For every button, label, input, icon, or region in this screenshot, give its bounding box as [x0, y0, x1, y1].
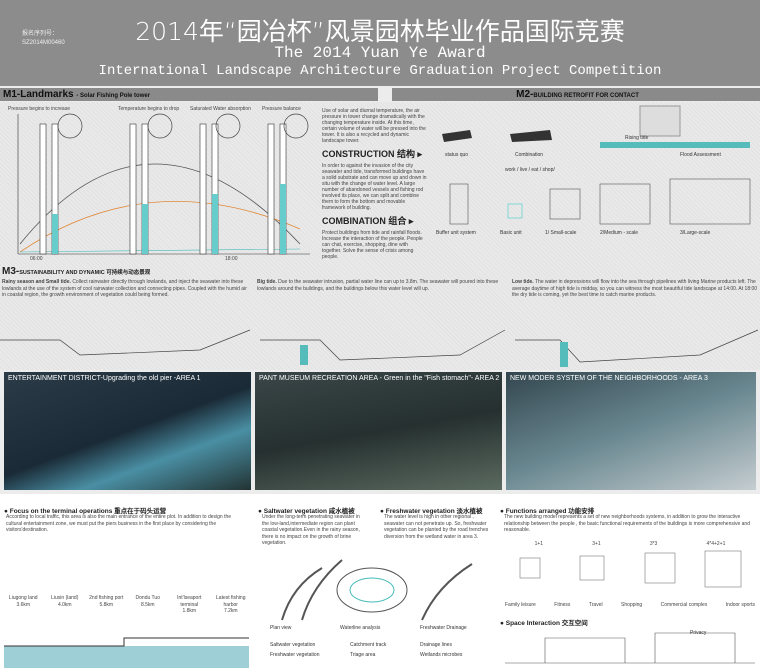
combo-label: 4*4+2+1 [706, 541, 726, 547]
m3-col-2: Big tide. Due to the seawater intrusion,… [257, 279, 499, 292]
area-3-render: NEW MODER SYSTEM OF THE NEIGHBORHOODS - … [506, 372, 756, 490]
plan-view-label: Plan view [270, 625, 292, 631]
time-0600: 06:00 [30, 256, 43, 262]
construction-title: CONSTRUCTION 结构 ▸ [322, 149, 423, 159]
waterline-label: Waterline analysis [340, 625, 381, 631]
combo-label: 1+1 [534, 541, 544, 547]
function-units [519, 550, 742, 588]
stage-1: Pressure begins to increase [8, 106, 70, 112]
m1-subtitle: - Solar Fishing Pole tower [76, 93, 151, 99]
title-en: The 2014 Yuan Ye Award [274, 44, 486, 62]
m1-bar: M1-Landmarks - Solar Fishing Pole tower [0, 88, 378, 101]
m2-label: 3/Large-scale [680, 230, 711, 236]
m1-pressure-chart [17, 113, 310, 255]
privacy-label: Privacy [690, 630, 707, 636]
time-1800: 18:00 [225, 256, 238, 262]
m2-label: 1/ Small-scale [545, 230, 577, 236]
legend-triage: Triage area [350, 652, 376, 658]
m1-intro: Use of solar and diurnal temperature, th… [322, 108, 426, 144]
saltwater-text: Under the long-term penetrating seawater… [262, 514, 360, 546]
use-label: Family leisure [505, 602, 536, 608]
m2-label: status quo [445, 152, 469, 158]
registration-label: 报名序列号： [22, 31, 59, 37]
m1-text-column: Use of solar and diurnal temperature, th… [322, 108, 428, 260]
freshwater-title: ● Freshwater vegetation 淡水植被 [380, 508, 483, 515]
m2-label: Rising tide [625, 135, 649, 141]
subtitle-en: International Landscape Architecture Gra… [98, 63, 662, 79]
pier-section [4, 637, 249, 668]
use-label: Travel [588, 602, 603, 608]
construction-text: In order to against the invasion of the … [322, 163, 427, 211]
use-label: Fitness [554, 602, 571, 608]
legend-catchment: Catchment track [350, 642, 387, 648]
m2-subtitle: BUILDING RETROFIT FOR CONTACT [533, 93, 639, 99]
m2-label: work / live / eat / shop/ [505, 167, 555, 173]
use-label: Indoor sports [725, 602, 755, 608]
space-title: ● Space Interaction 交互空间 [500, 620, 588, 627]
m3-col-1: Rainy season and Small tide. Collect rai… [2, 279, 247, 298]
poster-header: 报名序列号： SZ2014M00460 2014年“园冶杯”风景园林毕业作品国际竞… [0, 0, 760, 86]
title-cn: 2014年“园冶杯”风景园林毕业作品国际竞赛 [135, 17, 625, 46]
combination-text: Protect buildings from tide and rainfall… [322, 230, 423, 260]
m2-label: Combination [515, 152, 544, 158]
functions-text: The new building model represents a set … [504, 514, 750, 533]
m1-title: M1-Landmarks [3, 89, 74, 100]
area-1-render: ENTERTAINMENT DISTRICT-Upgrading the old… [4, 372, 251, 490]
area-1-title: ENTERTAINMENT DISTRICT-Upgrading the old… [8, 375, 201, 382]
drainage-label: Freshwater Drainage [420, 625, 467, 631]
use-label: Commercial complex [660, 602, 708, 608]
bottom-panel [0, 494, 760, 670]
combo-label: 3*3 [649, 541, 658, 547]
area-2-title: PANT MUSEUM RECREATION AREA - Green in t… [259, 375, 500, 382]
registration-number: SZ2014M00460 [22, 40, 65, 46]
vegetation-plans [281, 559, 473, 621]
saltwater-title: ● Saltwater vegetation 咸水植被 [258, 508, 355, 515]
legend-wetlands: Wetlands microbes [420, 652, 463, 658]
combo-label: 3+1 [592, 541, 601, 547]
m2-label: Basic unit [500, 230, 522, 236]
combination-title: COMBINATION 组合 ▸ [322, 216, 414, 226]
m2-label: 2/Medium - scale [600, 230, 639, 236]
area-3-title: NEW MODER SYSTEM OF THE NEIGHBORHOODS - … [510, 375, 708, 382]
space-section [505, 632, 755, 664]
area-2-render: PANT MUSEUM RECREATION AREA - Green in t… [255, 372, 502, 490]
use-label: Shopping [621, 602, 643, 608]
registration-info: 报名序列号： SZ2014M00460 [22, 30, 65, 48]
focus-title: ● Focus on the terminal operations 重点在于码… [4, 508, 167, 515]
m2-bar: M2-BUILDING RETROFIT FOR CONTACT [392, 88, 760, 101]
combo-labels: 1+1 3+1 3*3 4*4+2+1 [510, 541, 750, 548]
m2-title: M2- [516, 89, 534, 100]
m2-label: Flood Assessment [680, 152, 721, 158]
stage-3: Saturated Water absorption [190, 106, 251, 112]
stage-4: Pressure balance [262, 106, 301, 112]
use-labels: Family leisure Fitness Travel Shopping Comme… [505, 602, 755, 609]
m2-label: Buffer unit system [436, 230, 476, 236]
legend-drainage: Drainage lines [420, 642, 452, 648]
stage-2: Temperature begins to drop [118, 106, 180, 112]
pier: Liuxin (land)4.0km [51, 595, 79, 608]
freshwater-text: The water level is high in other regiona… [384, 514, 489, 540]
functions-title: ● Functions arranged 功能安排 [500, 508, 595, 515]
m3-col-3: Low tide. The water in depressions will … [512, 279, 758, 298]
m3-title: M3-SUSTAINABILITY AND DYNAMIC 可持续与动态景观 [2, 266, 151, 277]
m3-sections [0, 329, 759, 367]
legend-freshwater: Freshwater vegetation [270, 652, 320, 658]
m2-diagram [442, 105, 751, 225]
focus-text: According to local traffic, this area is… [6, 514, 232, 533]
m3-subtitle: SUSTAINABILITY AND DYNAMIC 可持续与动态景观 [19, 270, 151, 276]
legend-saltwater: Saltwater vegetation [270, 642, 316, 648]
